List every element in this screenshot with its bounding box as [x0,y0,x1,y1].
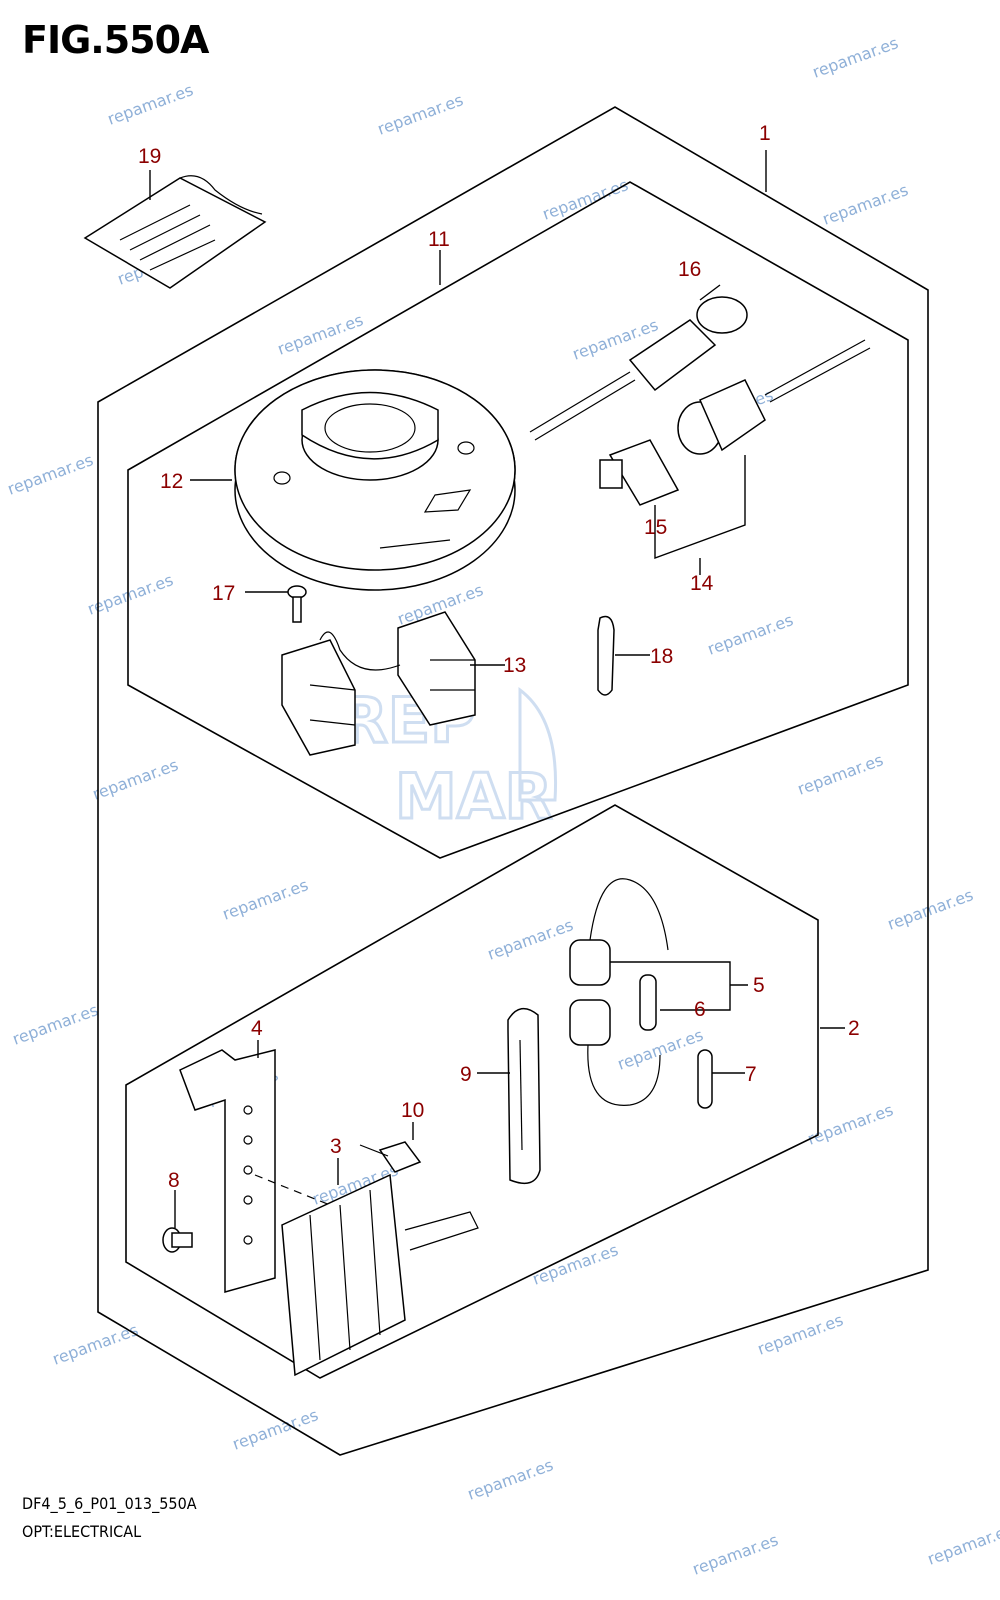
diagram-code: DF4_5_6_P01_013_550A [22,1494,197,1513]
part-8-grommet [162,1227,193,1253]
part-19-manual [83,175,267,289]
watermark: repamar.es [795,750,886,799]
part-7-spare-fuse [697,1049,713,1109]
watermark: repamar.es [5,450,96,499]
watermark: repamar.es [220,875,311,924]
callout-6: 6 [694,998,706,1021]
watermark: repamar.es [375,90,466,139]
callout-3: 3 [330,1135,342,1158]
callout-8: 8 [168,1169,180,1192]
callout-1: 1 [759,122,771,145]
figure-title: FIG.550A [22,18,209,62]
part-12-stator-plate [234,369,516,591]
watermark: repamar.es [230,1405,321,1454]
watermark: repamar.es [275,310,366,359]
part-16-connector [529,296,748,441]
watermark: repamar.es [485,915,576,964]
part-15-connector [599,439,680,506]
part-18-clamp [597,615,615,696]
callout-11: 11 [428,228,450,251]
callout-4: 4 [251,1017,263,1040]
watermark: repamar.es [705,610,796,659]
part-4-bracket [179,1049,276,1293]
watermark: repamar.es [810,33,901,82]
callout-16: 16 [678,258,701,281]
callout-14: 14 [690,572,714,595]
part-3-rectifier [254,1173,479,1377]
outline-kit-2 [125,804,819,1379]
part-10-bolt [359,1141,422,1173]
part-14-connector [677,339,871,455]
part-6-fuse [639,974,657,1031]
watermark: repamar.es [820,180,911,229]
outline-kit-11 [127,181,909,859]
logo-text-bottom: MAR [395,760,552,833]
callout-9: 9 [460,1063,472,1086]
kit-outlines [97,106,929,1456]
watermark: repamar.es [755,1310,846,1359]
watermark: repamar.es [50,1320,141,1369]
diagram-subtitle: OPT:ELECTRICAL [22,1522,142,1541]
outline-kit-1 [97,106,929,1456]
watermark: repamar.es [90,755,181,804]
watermark: repamar.es [885,885,976,934]
callout-10: 10 [401,1099,424,1122]
callout-17: 17 [212,582,235,605]
watermark: repamar.es [530,1240,621,1289]
watermark: repamar.es [690,1530,781,1579]
callout-18: 18 [650,645,673,668]
callout-7: 7 [745,1063,757,1086]
part-5-fuse-holder [569,878,669,1106]
callout-15: 15 [644,516,667,539]
callout-5: 5 [753,974,765,997]
callout-19: 19 [138,145,161,168]
watermark: repamar.es [615,1025,706,1074]
part-17-screw [287,585,307,623]
part-13-charge-coils [281,611,476,756]
callout-2: 2 [848,1017,860,1040]
watermark: repamar.es [465,1455,556,1504]
watermark: repamar.es [925,1520,1000,1569]
callout-12: 12 [160,470,183,493]
leader-lines [149,150,845,1228]
watermark: repamar.es [10,1000,101,1049]
part-9-holder [507,1007,541,1185]
callout-labels: 1 2 3 4 5 6 7 8 9 10 11 12 13 14 15 16 1… [138,122,860,1192]
watermark: repamar.es [540,175,631,224]
callout-13: 13 [503,654,526,677]
watermark: repamar.es [105,80,196,129]
